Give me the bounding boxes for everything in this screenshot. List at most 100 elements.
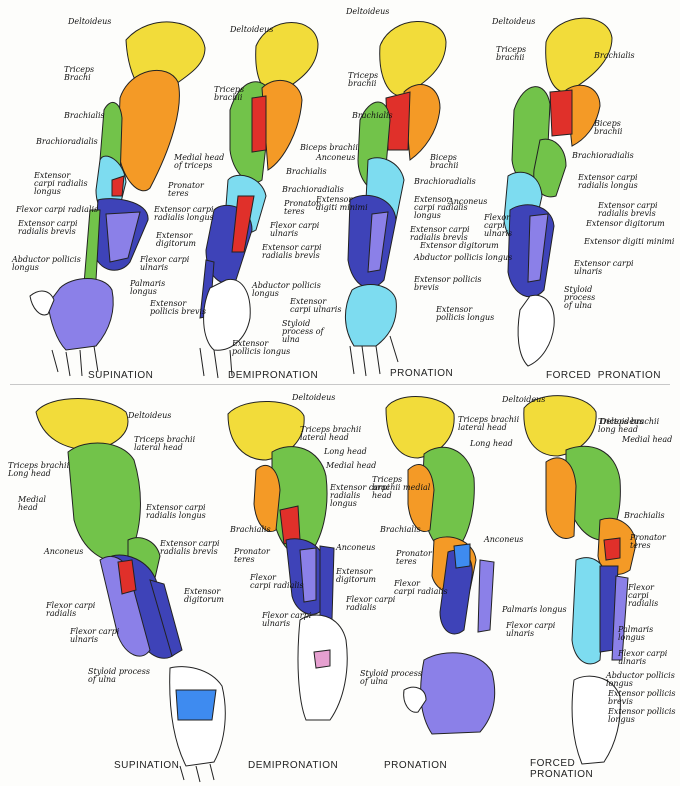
fig5-label-flexor-carpi-radialis: Flexor carpi radialis	[46, 601, 96, 618]
arm-figure-1	[29, 21, 206, 377]
fig1-label-extensor-carpi-radialis-brevis: Extensor carpi radialis brevis	[18, 219, 78, 236]
fig5-label-anconeus: Anconeus	[44, 547, 84, 556]
fig2-label-deltoideus: Deltoideus	[230, 25, 274, 34]
caption-demipronation-bottom: DEMIPRONATION	[248, 760, 339, 771]
fig4-label-deltoideus: Deltoideus	[492, 17, 536, 26]
fig4-label-extensor-digiti-minimi: Extensor digiti minimi	[584, 237, 675, 246]
fig7-label-pronator-teres: Pronator teres	[396, 549, 432, 566]
fig1-label-extensor-carpi-radialis-longus: Extensor carpi radialis longus	[34, 171, 88, 196]
arm-figure-7	[385, 396, 496, 735]
fig8-label-deltoideus: Deltoideus	[600, 417, 644, 426]
fig2-label-styloid-process: Styloid process of ulna	[282, 319, 324, 344]
fig3-label-extensor-pollicis-brevis: Extensor pollicis brevis	[414, 275, 482, 292]
fig4-label-styloid-process: Styloid process of ulna	[564, 285, 596, 310]
fig2-label-flexor-carpi-ulnaris: Flexor carpi ulnaris	[270, 221, 320, 238]
fig8-label-triceps-long: Triceps brachii long head	[598, 417, 660, 434]
fig2-label-extensor-carpi-ulnaris: Extensor carpi ulnaris	[290, 297, 342, 314]
fig5-label-triceps-long: Triceps brachii Long head	[8, 461, 70, 478]
fig5-label-triceps-lateral: Triceps brachii lateral head	[134, 435, 196, 452]
fig1-label-extensor-pollicis-brevis: Extensor pollicis brevis	[150, 299, 207, 316]
fig8-label-extensor-pollicis-longus: Extensor pollicis longus	[608, 707, 676, 724]
fig7-label-deltoideus: Deltoideus	[502, 395, 546, 404]
fig5-label-extensor-digitorum: Extensor digitorum	[184, 587, 224, 604]
fig7-label-long-head: Long head	[470, 439, 513, 448]
fig8-label-pronator-teres: Pronator teres	[630, 533, 666, 550]
fig1-label-flexor-carpi-ulnaris: Flexor carpi ulnaris	[140, 255, 190, 272]
fig1-label-extensor-digitorum: Extensor digitorum	[156, 231, 196, 248]
fig8-label-extensor-pollicis-brevis: Extensor pollicis brevis	[608, 689, 676, 706]
arm-figure-4	[503, 17, 613, 367]
fig2-label-extensor-carpi-radialis-longus: Extensor carpi radialis longus	[154, 205, 214, 222]
fig2-label-triceps: Triceps brachii	[214, 85, 245, 102]
fig7-label-triceps-medial: Triceps brachii medial head	[372, 475, 431, 500]
fig1-label-abductor-pollicis-longus: Abductor pollicis longus	[12, 255, 81, 272]
fig6-label-styloid-process: Styloid process of ulna	[360, 669, 422, 686]
arm-figure-5	[35, 398, 226, 783]
fig4-label-anconeus: Anconeus	[448, 197, 488, 206]
fig7-label-anconeus: Anconeus	[484, 535, 524, 544]
fig1-label-flexor-carpi-radialis: Flexor carpi radialis	[16, 205, 99, 214]
fig7-label-flexor-carpi-radialis: Flexor carpi radialis	[394, 579, 448, 596]
fig6-label-anconeus: Anconeus	[336, 543, 376, 552]
fig3-label-extensor-carpi-radialis-longus: Extensor carpi radialis longus	[414, 195, 468, 220]
fig2-label-extensor-digiti-minimi: Extensor digiti minimi	[316, 195, 368, 212]
fig8-label-abductor-pollicis-longus: Abductor pollicis longus	[606, 671, 675, 688]
fig2-label-extensor-pollicis-longus: Extensor pollicis longus	[232, 339, 291, 356]
caption-pronation-bottom: PRONATION	[384, 760, 448, 771]
fig6-label-medial-head: Medial head	[326, 461, 377, 470]
arm-figure-3	[345, 21, 447, 377]
fig7-label-triceps-lateral: Triceps brachii lateral head	[458, 415, 520, 432]
fig5-label-deltoideus: Deltoideus	[128, 411, 172, 420]
fig4-label-extensor-digitorum: Extensor digitorum	[586, 219, 665, 228]
fig1-label-triceps: Triceps Brachi	[64, 65, 95, 82]
fig1-label-deltoideus: Deltoideus	[68, 17, 112, 26]
fig4-label-extensor-carpi-radialis-longus: Extensor carpi radialis longus	[578, 173, 638, 190]
fig2-label-brachioradialis: Brachioradialis	[282, 185, 344, 194]
fig6-label-flexor-carpi-radialis: Flexor carpi radialis	[250, 573, 304, 590]
fig7-label-flexor-carpi-ulnaris: Flexor carpi ulnaris	[506, 621, 556, 638]
fig4-label-flexor-carpi-ulnaris: Flexor carpi ulnaris	[484, 213, 513, 238]
fig8-label-flexor-carpi-radialis: Flexor carpi radialis	[628, 583, 659, 608]
fig5-label-flexor-carpi-ulnaris: Flexor carpi ulnaris	[70, 627, 120, 644]
caption-supination-top: SUPINATION	[88, 370, 154, 381]
fig4-label-extensor-carpi-radialis-brevis: Extensor carpi radialis brevis	[598, 201, 658, 218]
fig6-label-flexor-carpi-ulnaris: Flexor carpi ulnaris	[262, 611, 312, 628]
fig4-label-extensor-carpi-ulnaris: Extensor carpi ulnaris	[574, 259, 634, 276]
fig6-label-triceps-lateral: Triceps brachii lateral head	[300, 425, 362, 442]
caption-pronation-top: PRONATION	[390, 368, 454, 379]
arm-figure-6	[227, 401, 348, 721]
fig8-label-palmaris-longus: Palmaris longus	[618, 625, 654, 642]
fig6-label-brachialis: Brachialis	[230, 525, 271, 534]
fig3-label-deltoideus: Deltoideus	[346, 7, 390, 16]
fig6-label-deltoideus: Deltoideus	[292, 393, 336, 402]
fig5-label-styloid-process: Styloid process of ulna	[88, 667, 150, 684]
fig1-label-brachialis: Brachialis	[64, 111, 105, 120]
fig8-label-medial-head: Medial head	[622, 435, 673, 444]
fig3-label-brachialis: Brachialis	[352, 111, 393, 120]
fig3-label-brachioradialis: Brachioradialis	[414, 177, 476, 186]
fig3-label-extensor-digitorum: Extensor digitorum	[420, 241, 499, 250]
fig2-label-abductor-pollicis-longus: Abductor pollicis longus	[252, 281, 321, 298]
fig6-label-flexor-carpi-radialis-2: Flexor carpi radialis	[346, 595, 396, 612]
fig1-label-palmaris-longus: Palmaris longus	[130, 279, 166, 296]
fig6-label-pronator-teres: Pronator teres	[234, 547, 270, 564]
caption-demipronation-top: DEMIPRONATION	[228, 370, 319, 381]
fig1-label-brachioradialis: Brachioradialis	[36, 137, 98, 146]
fig1-label-medial-head-triceps: Medial head of triceps	[174, 153, 225, 170]
row-divider	[10, 384, 670, 385]
fig6-label-extensor-carpi-radialis-longus: Extensor carpi radialis longus	[330, 483, 390, 508]
caption-forced-pronation-top: FORCED PRONATION	[546, 370, 661, 381]
fig6-label-extensor-digitorum: Extensor digitorum	[336, 567, 376, 584]
fig8-label-brachialis: Brachialis	[624, 511, 665, 520]
fig5-label-extensor-carpi-radialis-longus: Extensor carpi radialis longus	[146, 503, 206, 520]
fig2-label-extensor-carpi-radialis-brevis: Extensor carpi radialis brevis	[262, 243, 322, 260]
fig3-label-extensor-pollicis-longus: Extensor pollicis longus	[436, 305, 495, 322]
caption-supination-bottom: SUPINATION	[114, 760, 180, 771]
fig3-label-triceps: Triceps brachii	[348, 71, 379, 88]
fig8-label-flexor-carpi-ulnaris: Flexor carpi ulnaris	[618, 649, 668, 666]
fig4-label-brachialis: Brachialis	[594, 51, 635, 60]
arm-figure-8	[523, 395, 637, 765]
fig5-label-medial-head: Medial head	[18, 495, 46, 512]
